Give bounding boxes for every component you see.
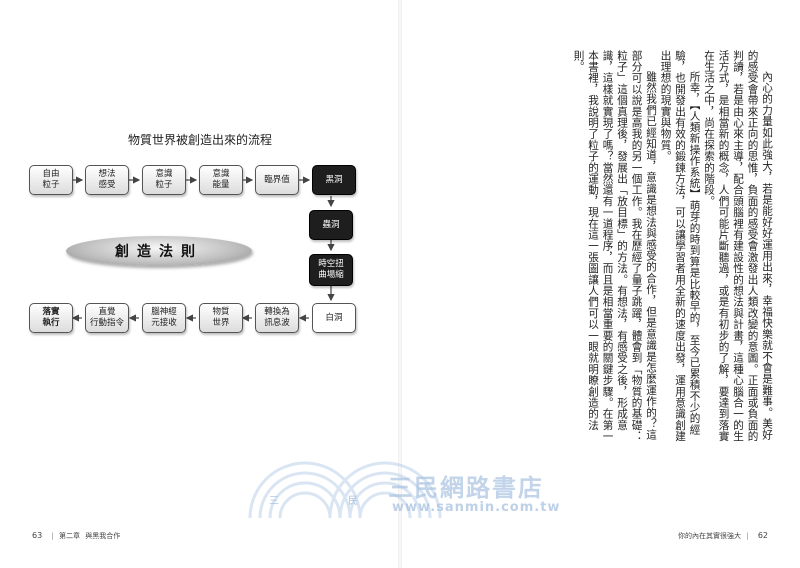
flow-intuition-command: 直覺 行動指令 [85,303,129,333]
flow-white-hole: 白洞 [312,303,356,333]
flow-critical-value: 臨界值 [255,165,299,195]
creation-law-label: 創造法則 [66,236,252,266]
watermark-logo-arcs [248,461,442,519]
book-spine [398,0,402,568]
page-number-left: 63 [32,531,43,540]
footer-separator: | [746,532,749,540]
book-title: 你的內在其實很強大 [677,532,741,540]
watermark-title: 三民網路書店 [388,474,544,502]
footer-separator: | [51,532,54,540]
flow-consciousness-particle: 意識 粒子 [142,165,186,195]
page-number-right: 62 [757,531,768,540]
watermark-char-1: 三 [269,496,279,507]
diagram-arrows [71,176,335,322]
flow-consciousness-energy: 意識 能量 [199,165,243,195]
flow-wormhole: 蟲洞 [309,210,353,240]
section-label: 與黑我合作 [85,532,121,540]
watermark-char-2: 民 [348,496,358,507]
flow-free-particle: 自由 粒子 [29,165,73,195]
diagram-title: 物質世界被創造出來的流程 [127,133,272,147]
paragraph-3: 雖然我們已經知道，意識是想法與感受的合作，但是意識是怎麼運作的？這部分可以說是高… [572,50,658,442]
flow-convert-wave: 轉換為 訊息波 [255,303,299,333]
footer-right: 你的內在其實很強大 | 62 [678,531,772,541]
flow-black-hole: 黑洞 [312,165,356,195]
watermark-url: www.sanmin.com.tw [392,500,561,515]
flow-spacetime-warp: 時空扭 曲場縮 [309,254,353,286]
flow-implement: 落實 執行 [29,303,73,333]
paragraph-2: 所幸，【人類新操作系統】萌芽的時到算是比較早的，至今已累積不少的經驗，也開發出有… [659,50,701,442]
flow-thought-feeling: 想法 感受 [85,165,129,195]
paragraph-1: 內心的力量如此強大，若是能好好運用出來，幸福快樂就不會是難事。美好的感受會帶來正… [703,50,773,442]
body-text: 內心的力量如此強大，若是能好好運用出來，幸福快樂就不會是難事。美好的感受會帶來正… [512,50,774,450]
chapter-label: 第二章 [59,532,81,540]
flow-neuron-receive: 腦神經 元接收 [142,303,186,333]
footer-left: 63 | 第二章 與黑我合作 [28,531,120,541]
flow-material-world: 物質 世界 [199,303,243,333]
